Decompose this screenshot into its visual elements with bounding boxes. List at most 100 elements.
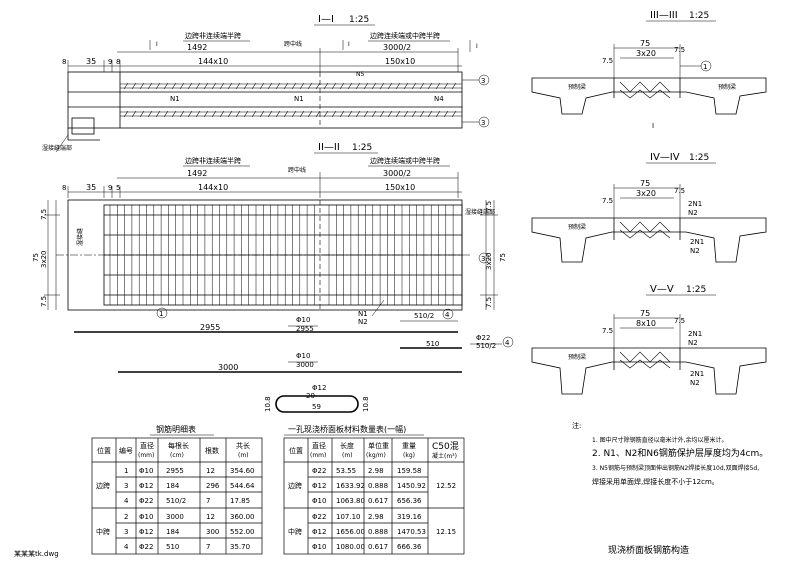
- table1-h-dia-u: (mm): [138, 452, 154, 459]
- note-3: 3. N5钢筋与预制梁顶面伸出钢筋N2焊接长度10d,双面焊接5d,: [592, 464, 759, 472]
- table2-cell: 656.36: [397, 497, 422, 505]
- table2-cell: Φ12: [312, 482, 326, 490]
- rebar-n3-h: 10.8: [264, 396, 272, 412]
- sec2-dim-9: 9: [108, 184, 112, 192]
- sec3-dim-3x20: 3x20: [636, 49, 656, 58]
- sec5-dim-8x10: 8x10: [636, 319, 656, 328]
- section-2-2: II—II 1:25 边跨非连续端半跨 边跨连续端或中跨半跨 跨中线 1492 …: [32, 142, 507, 326]
- sec1-n1: N1: [170, 95, 180, 103]
- sec2-dim-510: 510/2: [414, 312, 434, 320]
- table2-cell: Φ10: [312, 543, 326, 551]
- sec1-right-label: 边跨连续端或中跨半跨: [370, 31, 440, 40]
- rebar-n2-len: 3000: [218, 363, 238, 372]
- table2-h-wt: 重量: [402, 442, 416, 450]
- table1-cell: Φ22: [139, 497, 153, 505]
- rebar-n3-sym: Φ12: [312, 384, 326, 392]
- sec4-n2: N2: [688, 209, 698, 217]
- table2-cell: 53.55: [336, 467, 356, 475]
- table2-cell: 0.617: [368, 543, 388, 551]
- section-5-5: V—V 1:25 75 8x10 7.5 7.5 2N1 N2 预制梁 2N1 …: [531, 284, 767, 395]
- table1-cell: 296: [206, 482, 220, 490]
- sec2-dim-1492: 1492: [187, 169, 207, 178]
- sec2-dim-35: 35: [86, 183, 96, 192]
- table1-cell: 360.00: [230, 513, 255, 521]
- sec2-n1: N1: [358, 310, 368, 318]
- table2-h-dia: 直径: [312, 441, 326, 450]
- table2-cell: 159.58: [397, 467, 422, 475]
- sec3-mark: I: [652, 122, 654, 130]
- sec4-dim-75: 75: [640, 179, 650, 188]
- sec2-left-label: 边跨非连续端半跨: [185, 156, 241, 165]
- rebar-n2-sym: Φ10: [296, 352, 310, 360]
- rebar-shapes: 2955 Φ10 2955 3000 Φ10 3000 Φ22 510/2 51…: [74, 316, 514, 413]
- table1-cell: 2: [124, 513, 128, 521]
- table1-cell: Φ10: [139, 513, 153, 521]
- table2-cell: 1633.92: [336, 482, 365, 490]
- sec1-dim-8: 8: [62, 58, 66, 66]
- sec1-mark-c: I: [476, 43, 478, 50]
- section-4-4: IV—IV 1:25 75 3x20 7.5 7.5 2N1 N2 预制梁 2N…: [531, 152, 767, 263]
- sec2-circle-4-text: 4: [445, 311, 450, 319]
- sec2-dim-150: 150x10: [385, 183, 415, 192]
- table1-cell: 12: [206, 513, 215, 521]
- sec3-label-left: 预制梁: [568, 83, 586, 91]
- table1-cell: 12: [206, 467, 215, 475]
- sec2-circle-1: [156, 307, 168, 319]
- sec3-dim-75b: 7.5: [674, 46, 685, 54]
- sec3-title: III—III: [650, 10, 678, 21]
- table2-cell: Φ22: [312, 467, 326, 475]
- rebar-n3-hook: [275, 395, 359, 413]
- sec2-right-label: 边跨连续端或中跨半跨: [370, 156, 440, 165]
- sec2-left-side: 湿接缝: [76, 228, 84, 246]
- sec4-dim-3x20: 3x20: [636, 189, 656, 198]
- table1-h-len-u: (cm): [170, 452, 184, 459]
- table1-cell: 510/2: [166, 497, 186, 505]
- sec5-deck: [531, 347, 767, 395]
- rebar-circle-4: [502, 336, 514, 348]
- main-title: 现浇桥面板钢筋构造: [608, 544, 689, 556]
- table2-cell: 0.888: [368, 482, 388, 490]
- table1-cell: Φ12: [139, 482, 153, 490]
- table1-cell: 2955: [166, 467, 184, 475]
- sec2-r-75: 75: [499, 253, 507, 262]
- table1-cell: 552.00: [230, 528, 255, 536]
- sec3-scale: 1:25: [689, 11, 709, 21]
- section-3-3: III—III 1:25 75 3x20 7.5 7.5 1 预制梁 预制梁 I: [531, 10, 767, 130]
- table1-cell: 354.60: [230, 467, 255, 475]
- table1-h-tot: 共长: [236, 441, 250, 450]
- file-label: 某某某tk.dwg: [14, 550, 59, 558]
- sec3-deck: [531, 77, 767, 115]
- table2-cell: Φ12: [312, 528, 326, 536]
- sec1-dim-1492: 1492: [187, 43, 207, 52]
- rebar-n1-total: 2955: [296, 325, 314, 333]
- table1-title: 钢筋明细表: [156, 424, 196, 434]
- rebar-n1-len: 2955: [200, 323, 220, 332]
- rebar-n4-total: 510/2: [476, 342, 496, 350]
- rebar-n3-b: 59: [312, 403, 321, 411]
- table1-cell: 3000: [166, 513, 184, 521]
- sec2-v-75b: 7.5: [40, 296, 48, 307]
- rebar-circle-4-text: 4: [505, 339, 510, 347]
- rebar-n1-sym: Φ10: [296, 316, 310, 324]
- sec2-dim-144: 144x10: [198, 183, 228, 192]
- sec4-dim-75b: 7.5: [674, 187, 685, 195]
- table2-cell: 0.617: [368, 497, 388, 505]
- table2-cell: 1063.80: [336, 497, 365, 505]
- sec2-v-3x20: 3x20: [40, 250, 48, 268]
- sec4-label-left: 预制梁: [568, 223, 586, 231]
- sec3-circle-1-text: 1: [703, 63, 707, 71]
- sec2-circle-1-text: 1: [159, 310, 163, 318]
- table1-group-0: 边跨: [96, 481, 110, 490]
- table2-cell: 107.10: [336, 513, 361, 521]
- sec1-dim-8b: 8: [116, 58, 120, 66]
- sec2-circle-4: [442, 308, 454, 320]
- table1-cell: 3: [124, 528, 128, 536]
- sec4-deck: [531, 217, 767, 263]
- sec1-scale: 1:25: [349, 15, 369, 25]
- table2-cell: 1470.53: [397, 528, 426, 536]
- table1-cell: 510: [166, 543, 179, 551]
- sec2-dim-8: 8: [62, 184, 66, 192]
- sec1-left-label: 边跨非连续端半跨: [185, 31, 241, 40]
- sec5-n1: 2N1: [688, 330, 702, 338]
